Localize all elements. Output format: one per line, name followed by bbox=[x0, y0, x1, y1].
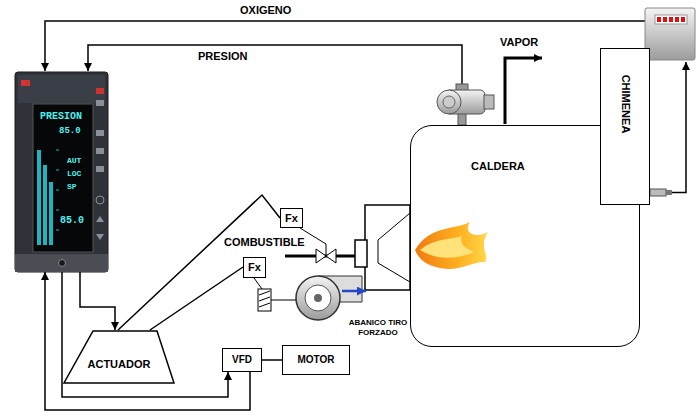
vfd-box: VFD bbox=[222, 348, 262, 372]
oxygen-probe bbox=[672, 62, 686, 193]
flame bbox=[415, 222, 488, 269]
controller-body bbox=[96, 216, 104, 222]
oxygen-analyzer bbox=[675, 17, 679, 22]
controller-body bbox=[43, 165, 47, 245]
display-value: 85.0 bbox=[60, 215, 84, 226]
boiler-label: CALDERA bbox=[471, 160, 525, 172]
actuator-outline bbox=[63, 330, 175, 384]
fuel-line bbox=[326, 244, 327, 256]
oxygen-signal-line bbox=[45, 21, 645, 71]
forced-draft-fan bbox=[254, 276, 366, 320]
controller-body bbox=[15, 72, 108, 272]
oxygen-analyzer bbox=[663, 17, 667, 22]
actuator-outline bbox=[64, 331, 174, 383]
signal-connector bbox=[150, 267, 243, 330]
controller-body bbox=[21, 80, 30, 86]
oxygen-probe bbox=[666, 190, 672, 195]
pressure-transmitter bbox=[437, 90, 461, 114]
node-label: MOTOR bbox=[297, 354, 334, 366]
signal-connector bbox=[45, 272, 250, 410]
steam-pipe bbox=[505, 58, 542, 124]
mode-text: AUT bbox=[67, 157, 81, 166]
motor-box: MOTOR bbox=[282, 345, 350, 375]
flame bbox=[420, 236, 474, 258]
signal-connector bbox=[80, 272, 115, 330]
forced-draft-fan bbox=[305, 285, 331, 311]
pressure-transmitter bbox=[443, 96, 455, 108]
controller-body bbox=[96, 148, 104, 154]
pressure-transmitter bbox=[484, 95, 494, 109]
controller-body bbox=[96, 130, 104, 136]
burner bbox=[355, 240, 367, 267]
node-label: Fx bbox=[285, 212, 298, 225]
controller-body bbox=[15, 72, 108, 272]
signal-connector bbox=[262, 359, 282, 361]
stream-label: VAPOR bbox=[500, 36, 538, 49]
node-label: VFD bbox=[232, 354, 252, 366]
oxygen-analyzer bbox=[657, 17, 661, 22]
mode-text: LOC bbox=[67, 170, 81, 179]
controller-body bbox=[33, 104, 93, 252]
chimney-label: CHIMENEA bbox=[620, 75, 632, 134]
controller-body bbox=[96, 166, 104, 172]
forced-draft-fan bbox=[296, 276, 340, 320]
controller-body bbox=[18, 75, 105, 103]
controller-body bbox=[96, 88, 104, 94]
signal-connector bbox=[62, 272, 228, 397]
mode-text: SP bbox=[67, 183, 77, 192]
pressure-transmitter bbox=[458, 113, 466, 125]
burner bbox=[365, 205, 410, 290]
actuator-trapezoid: ACTUADOR bbox=[63, 330, 175, 384]
node-label: ACTUADOR bbox=[88, 358, 151, 371]
forced-draft-fan bbox=[254, 278, 262, 289]
burner bbox=[355, 205, 410, 290]
stream-label: COMBUSTIBLE bbox=[224, 236, 305, 249]
oxygen-analyzer bbox=[655, 15, 687, 24]
controller-body bbox=[96, 196, 104, 204]
equipment-label: ABANICO TIRO FORZADO bbox=[346, 318, 410, 337]
forced-draft-fan bbox=[342, 290, 366, 293]
signal-label: PRESION bbox=[198, 50, 248, 63]
controller-body bbox=[15, 254, 108, 272]
pressure-signal-line bbox=[88, 45, 462, 84]
oxygen-probe bbox=[650, 62, 686, 196]
controller-body bbox=[96, 234, 104, 240]
controller-body bbox=[96, 100, 104, 106]
controller-body bbox=[56, 150, 59, 230]
controller-body bbox=[49, 182, 53, 245]
oxygen-analyzer bbox=[681, 17, 685, 22]
oxygen-probe bbox=[650, 189, 666, 196]
pressure-transmitter bbox=[437, 84, 494, 125]
oxygen-analyzer bbox=[669, 17, 673, 22]
flow-relay-box: Fx bbox=[243, 257, 266, 278]
forced-draft-fan bbox=[259, 291, 270, 307]
signal-connector bbox=[118, 195, 280, 330]
controller-body bbox=[37, 150, 41, 245]
controller-panel: PRESION85.0AUTLOCSP85.0 bbox=[15, 72, 108, 272]
controller-body bbox=[59, 260, 66, 267]
flow-relay-box: Fx bbox=[280, 208, 303, 228]
forced-draft-fan bbox=[271, 300, 296, 301]
display-value: 85.0 bbox=[59, 127, 81, 137]
burner bbox=[378, 213, 410, 282]
flame bbox=[415, 222, 488, 269]
node-label: Fx bbox=[248, 261, 261, 274]
forced-draft-fan bbox=[258, 289, 271, 311]
oxygen-analyzer bbox=[645, 8, 695, 60]
oxygen-analyzer bbox=[645, 8, 695, 60]
chimney-box: CHIMENEA bbox=[600, 48, 650, 205]
display-text: PRESION bbox=[40, 111, 82, 122]
forced-draft-fan bbox=[314, 294, 322, 302]
signal-label: OXIGENO bbox=[240, 4, 291, 17]
